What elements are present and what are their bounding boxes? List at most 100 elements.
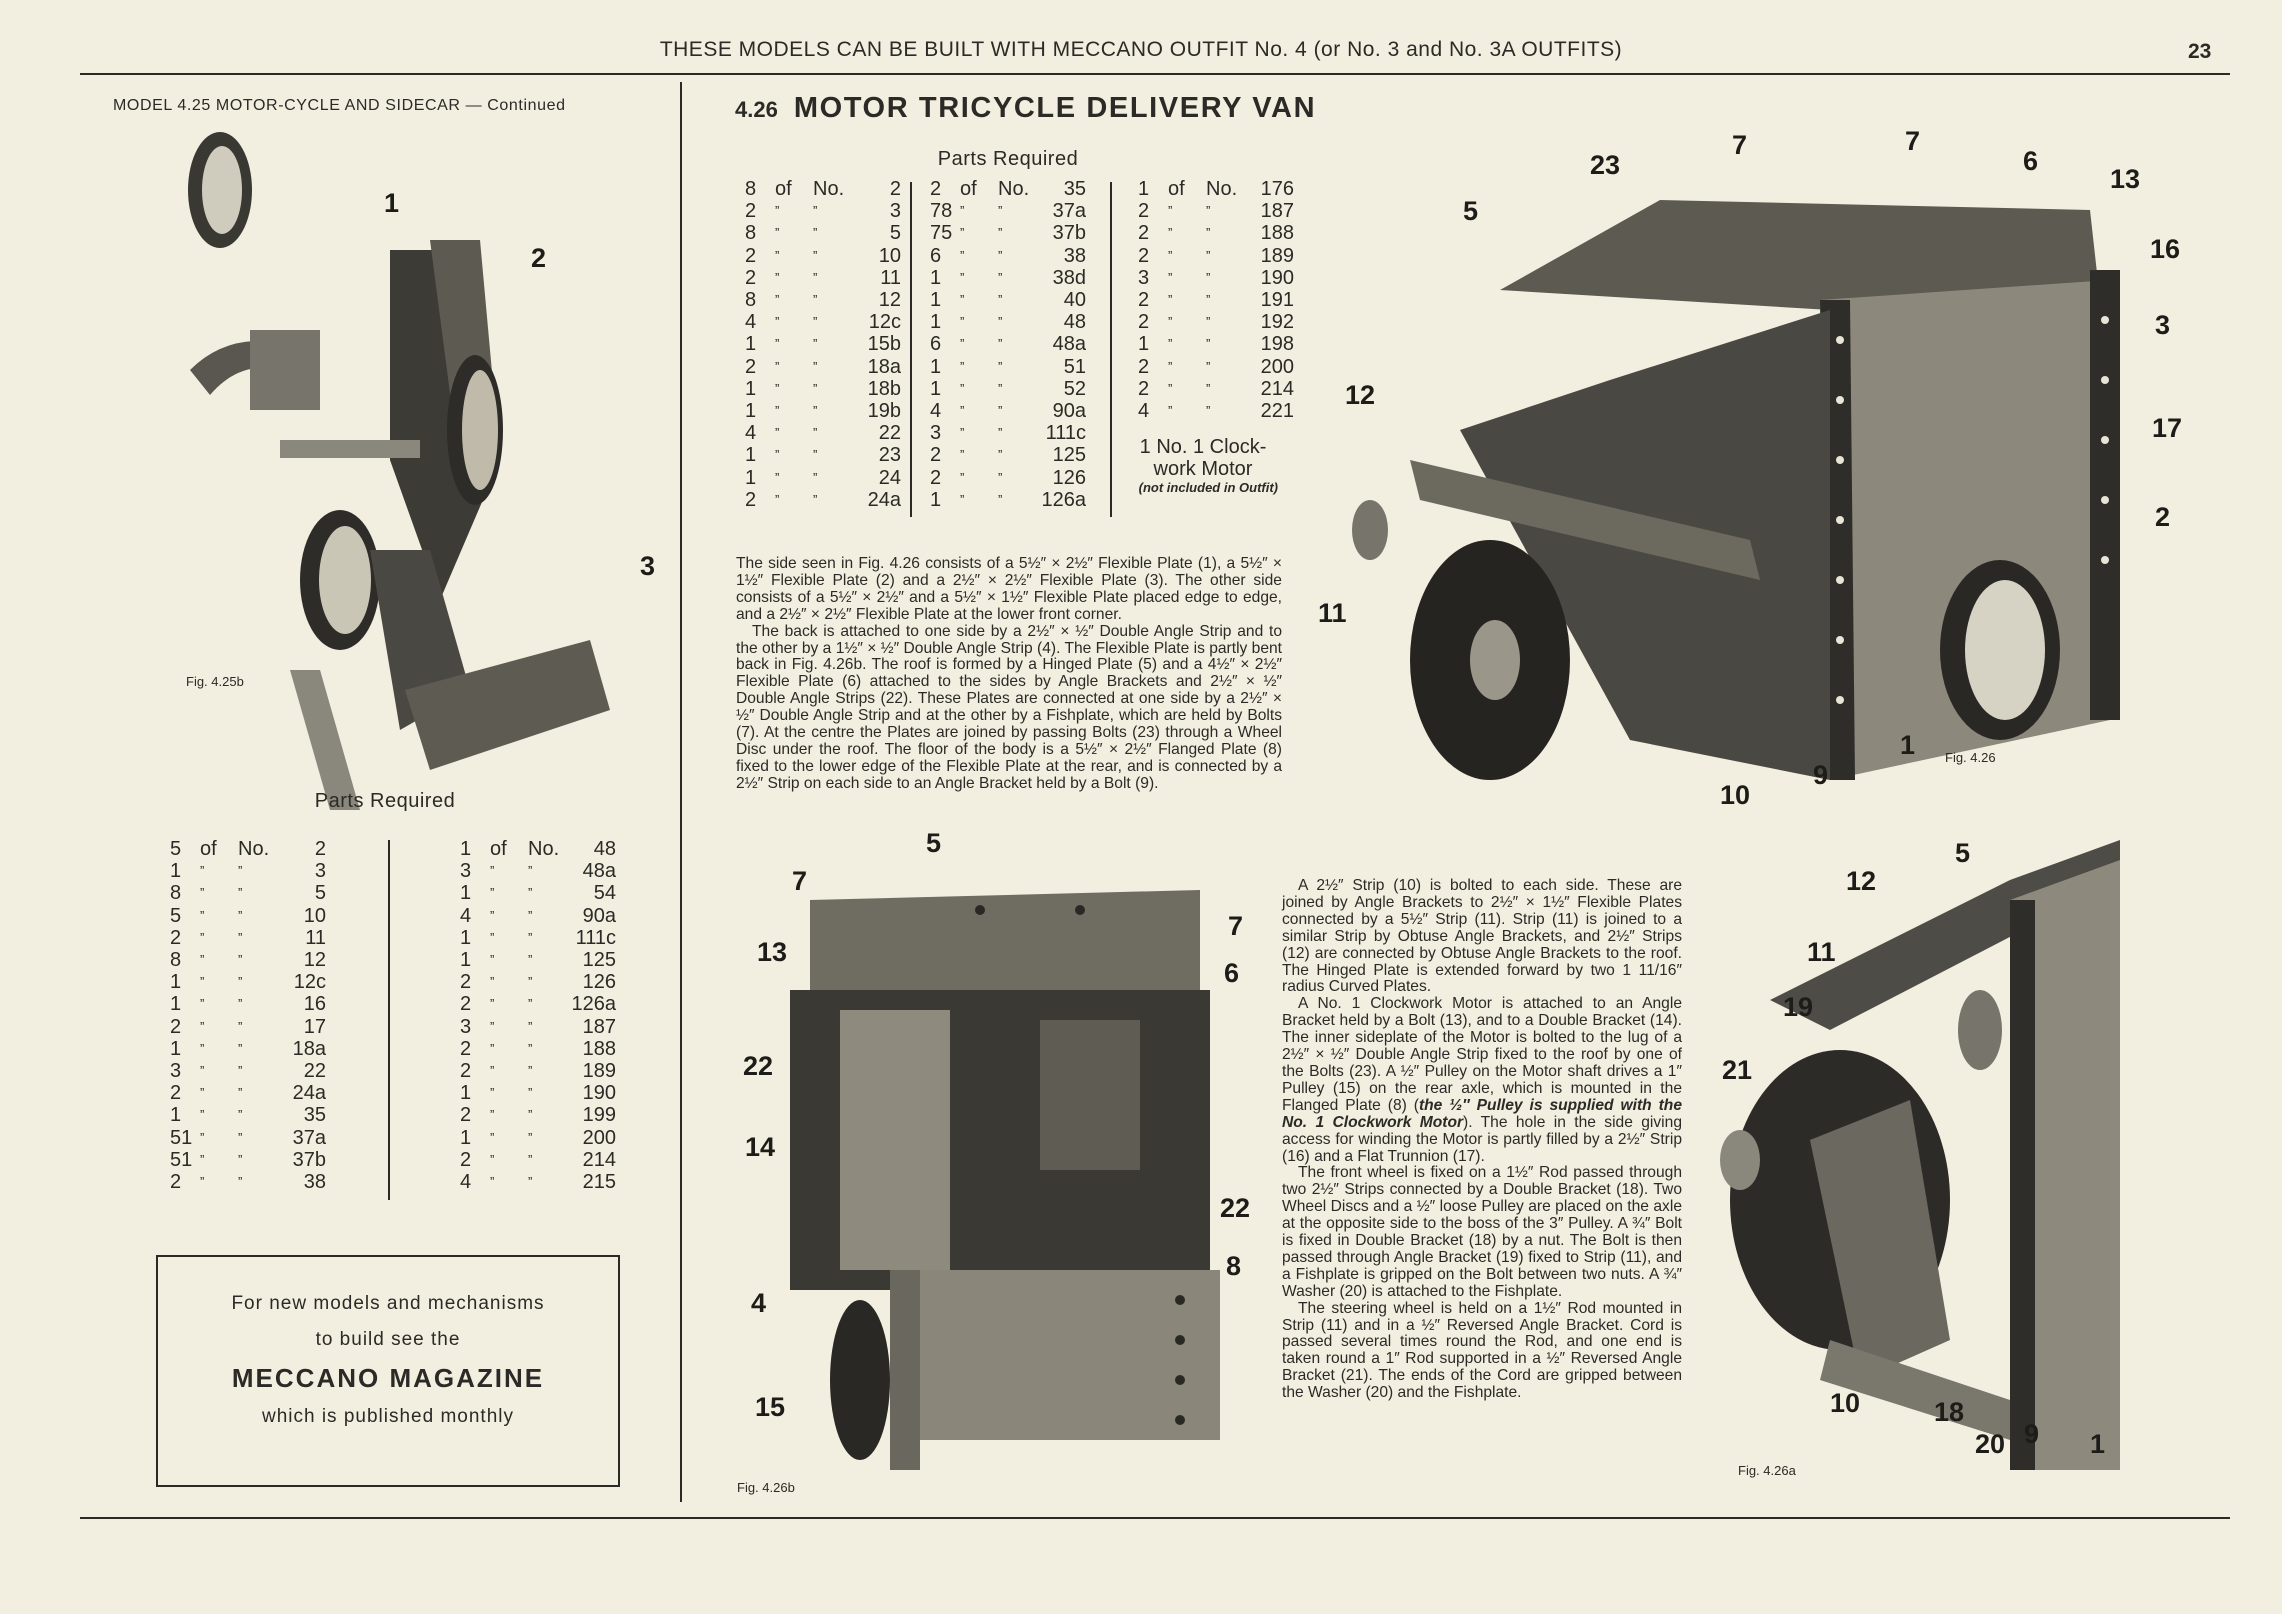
part-number: 37b — [1052, 222, 1086, 245]
parts-row: 3””187 — [460, 1016, 616, 1038]
callout-label: 20 — [1975, 1429, 2006, 1459]
part-quantity: 2 — [170, 1082, 182, 1105]
part-number: 3 — [889, 200, 901, 223]
parts-row: 1””54 — [460, 882, 616, 904]
callout-3: 3 — [640, 551, 656, 581]
part-number: 16 — [303, 993, 326, 1016]
callout-label: 14 — [745, 1132, 776, 1162]
parts-row: 1””18b — [745, 378, 901, 400]
part-of: ” — [490, 929, 495, 945]
footer-rule — [80, 1517, 2230, 1519]
part-of: ” — [1168, 225, 1173, 241]
magazine-line-1: For new models and mechanisms — [231, 1293, 545, 1314]
parts-row: 3””48a — [460, 860, 616, 882]
part-no: ” — [998, 225, 1003, 241]
callout-label: 11 — [1807, 937, 1836, 967]
part-quantity: 2 — [460, 1148, 472, 1171]
part-quantity: 1 — [930, 266, 942, 289]
part-of: ” — [960, 292, 965, 308]
part-of: ” — [490, 885, 495, 901]
part-number: 23 — [878, 444, 901, 467]
part-no: ” — [998, 403, 1003, 419]
parts-row: 1””16 — [170, 993, 326, 1015]
part-quantity: 51 — [170, 1126, 193, 1149]
callout-label: 10 — [1720, 780, 1751, 810]
part-of: ” — [1168, 358, 1173, 374]
part-number: 187 — [1260, 200, 1294, 223]
magazine-title: MECCANO MAGAZINE — [231, 1363, 545, 1393]
part-quantity: 2 — [1138, 289, 1150, 312]
parts-required-heading-425: Parts Required — [314, 790, 456, 812]
parts-row: 2””191 — [1138, 289, 1294, 311]
part-quantity: 1 — [460, 926, 472, 949]
part-quantity: 1 — [170, 971, 182, 994]
parts-row: 2””126a — [460, 993, 616, 1015]
header-rule — [80, 73, 2230, 75]
figure-426a-illustration — [1720, 840, 2120, 1470]
part-no: ” — [238, 885, 243, 901]
parts-row: 2””11 — [745, 267, 901, 289]
part-number: 12 — [303, 949, 326, 972]
part-of: ” — [775, 336, 780, 352]
parts-row: 1””38d — [930, 267, 1086, 289]
part-no: ” — [528, 974, 533, 990]
part-of: ” — [775, 447, 780, 463]
parts-row: 6””48a — [930, 333, 1086, 355]
part-of: of — [1168, 178, 1185, 200]
figure-426b-label: Fig. 4.26b — [737, 1480, 795, 1495]
part-number: 188 — [582, 1037, 616, 1060]
part-no: ” — [238, 1107, 243, 1123]
part-no: ” — [238, 974, 243, 990]
part-of: ” — [960, 314, 965, 330]
part-number: 198 — [1260, 333, 1294, 356]
parts-row: 1””52 — [930, 378, 1086, 400]
part-of: ” — [775, 469, 780, 485]
callout-label: 3 — [2155, 310, 2171, 340]
part-quantity: 2 — [1138, 355, 1150, 378]
part-no: ” — [1206, 380, 1211, 396]
part-number: 189 — [1260, 244, 1294, 267]
part-quantity: 2 — [460, 993, 472, 1016]
part-of: ” — [775, 225, 780, 241]
parts-divider — [1110, 182, 1112, 517]
parts-row: 78””37a — [930, 200, 1086, 222]
part-quantity: 2 — [1138, 222, 1150, 245]
part-quantity: 1 — [930, 311, 942, 334]
parts-row: 1””18a — [170, 1038, 326, 1060]
part-number: 5 — [314, 882, 326, 905]
part-no: ” — [998, 314, 1003, 330]
part-of: ” — [1168, 247, 1173, 263]
part-number: 190 — [582, 1082, 616, 1105]
callout-1: 1 — [384, 188, 400, 218]
part-no: ” — [528, 1040, 533, 1056]
part-number: 22 — [303, 1060, 326, 1083]
part-quantity: 2 — [930, 466, 942, 489]
callout-label: 1 — [2090, 1429, 2106, 1459]
part-no: ” — [238, 1063, 243, 1079]
part-quantity: 2 — [745, 488, 757, 511]
meccano-magazine-box: For new models and mechanisms to build s… — [156, 1255, 620, 1487]
part-number: 126 — [582, 971, 616, 994]
model-number: 4.26 — [735, 97, 778, 122]
parts-row: 1””200 — [460, 1127, 616, 1149]
part-quantity: 1 — [170, 860, 182, 883]
parts-row: 1””24 — [745, 467, 901, 489]
parts-row: 2””126 — [930, 467, 1086, 489]
callout-label: 4 — [751, 1288, 767, 1318]
part-quantity: 2 — [170, 926, 182, 949]
part-no: ” — [528, 952, 533, 968]
part-no: ” — [528, 929, 533, 945]
parts-row: 1””12c — [170, 971, 326, 993]
part-of: ” — [200, 929, 205, 945]
parts-row: 5””10 — [170, 905, 326, 927]
parts-row: 2””214 — [1138, 378, 1294, 400]
part-of: ” — [490, 1151, 495, 1167]
part-of: of — [490, 838, 507, 860]
part-no: No. — [238, 838, 270, 860]
part-quantity: 1 — [930, 377, 942, 400]
part-of: ” — [200, 1040, 205, 1056]
part-quantity: 2 — [1138, 200, 1150, 223]
parts-required-heading-426: Parts Required — [937, 148, 1079, 170]
part-number: 18b — [867, 377, 901, 400]
part-no: ” — [813, 314, 818, 330]
